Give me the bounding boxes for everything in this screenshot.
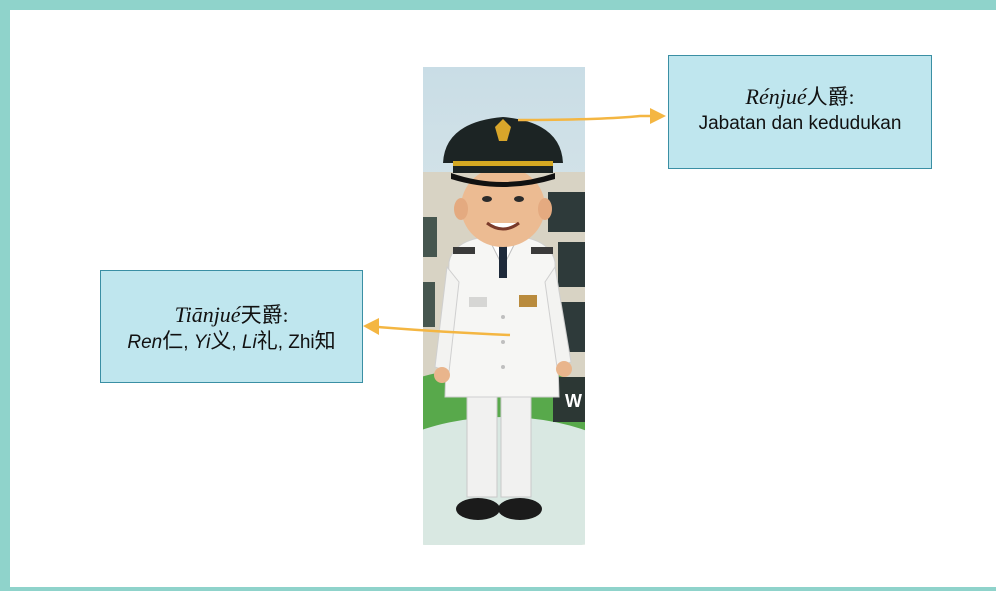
arrowhead-renjue	[650, 108, 666, 124]
virtue-ren-hanzi: 仁	[162, 329, 184, 353]
tianjue-colon: :	[282, 303, 289, 327]
tianjue-term: Tiānjué	[174, 302, 241, 327]
renjue-heading: Rénjué人爵:	[669, 84, 931, 111]
renjue-label-box: Rénjué人爵: Jabatan dan kedudukan	[668, 55, 932, 169]
virtue-ren-term: Ren	[127, 332, 163, 353]
virtue-li-hanzi: 礼	[256, 329, 278, 353]
virtue-yi-term: Yi	[193, 332, 211, 353]
virtue-li-term: Li	[241, 332, 257, 353]
virtue-zhi-hanzi: 知	[314, 329, 336, 353]
tianjue-virtues: Ren仁, Yi义, Li礼, Zhi知	[101, 329, 362, 355]
arrow-to-renjue	[517, 114, 652, 122]
virtue-yi-hanzi: 义	[210, 329, 232, 353]
virtue-separator: ,	[183, 332, 194, 353]
renjue-description: Jabatan dan kedudukan	[698, 113, 902, 134]
renjue-colon: :	[848, 85, 855, 109]
arrowhead-tianjue	[363, 318, 379, 335]
arrow-to-tianjue	[377, 325, 511, 337]
renjue-term: Rénjué	[745, 84, 807, 109]
renjue-hanzi: 人爵	[806, 85, 849, 109]
svg-text:W: W	[565, 391, 582, 411]
tianjue-hanzi: 天爵	[240, 303, 283, 327]
virtue-zhi-term: Zhi	[288, 332, 315, 353]
tianjue-label-box: Tiānjué天爵: Ren仁, Yi义, Li礼, Zhi知	[100, 270, 363, 383]
virtue-separator: ,	[277, 332, 289, 353]
tianjue-heading: Tiānjué天爵:	[101, 302, 362, 329]
official-caricature-icon: W	[423, 67, 585, 545]
virtue-separator: ,	[231, 332, 242, 353]
